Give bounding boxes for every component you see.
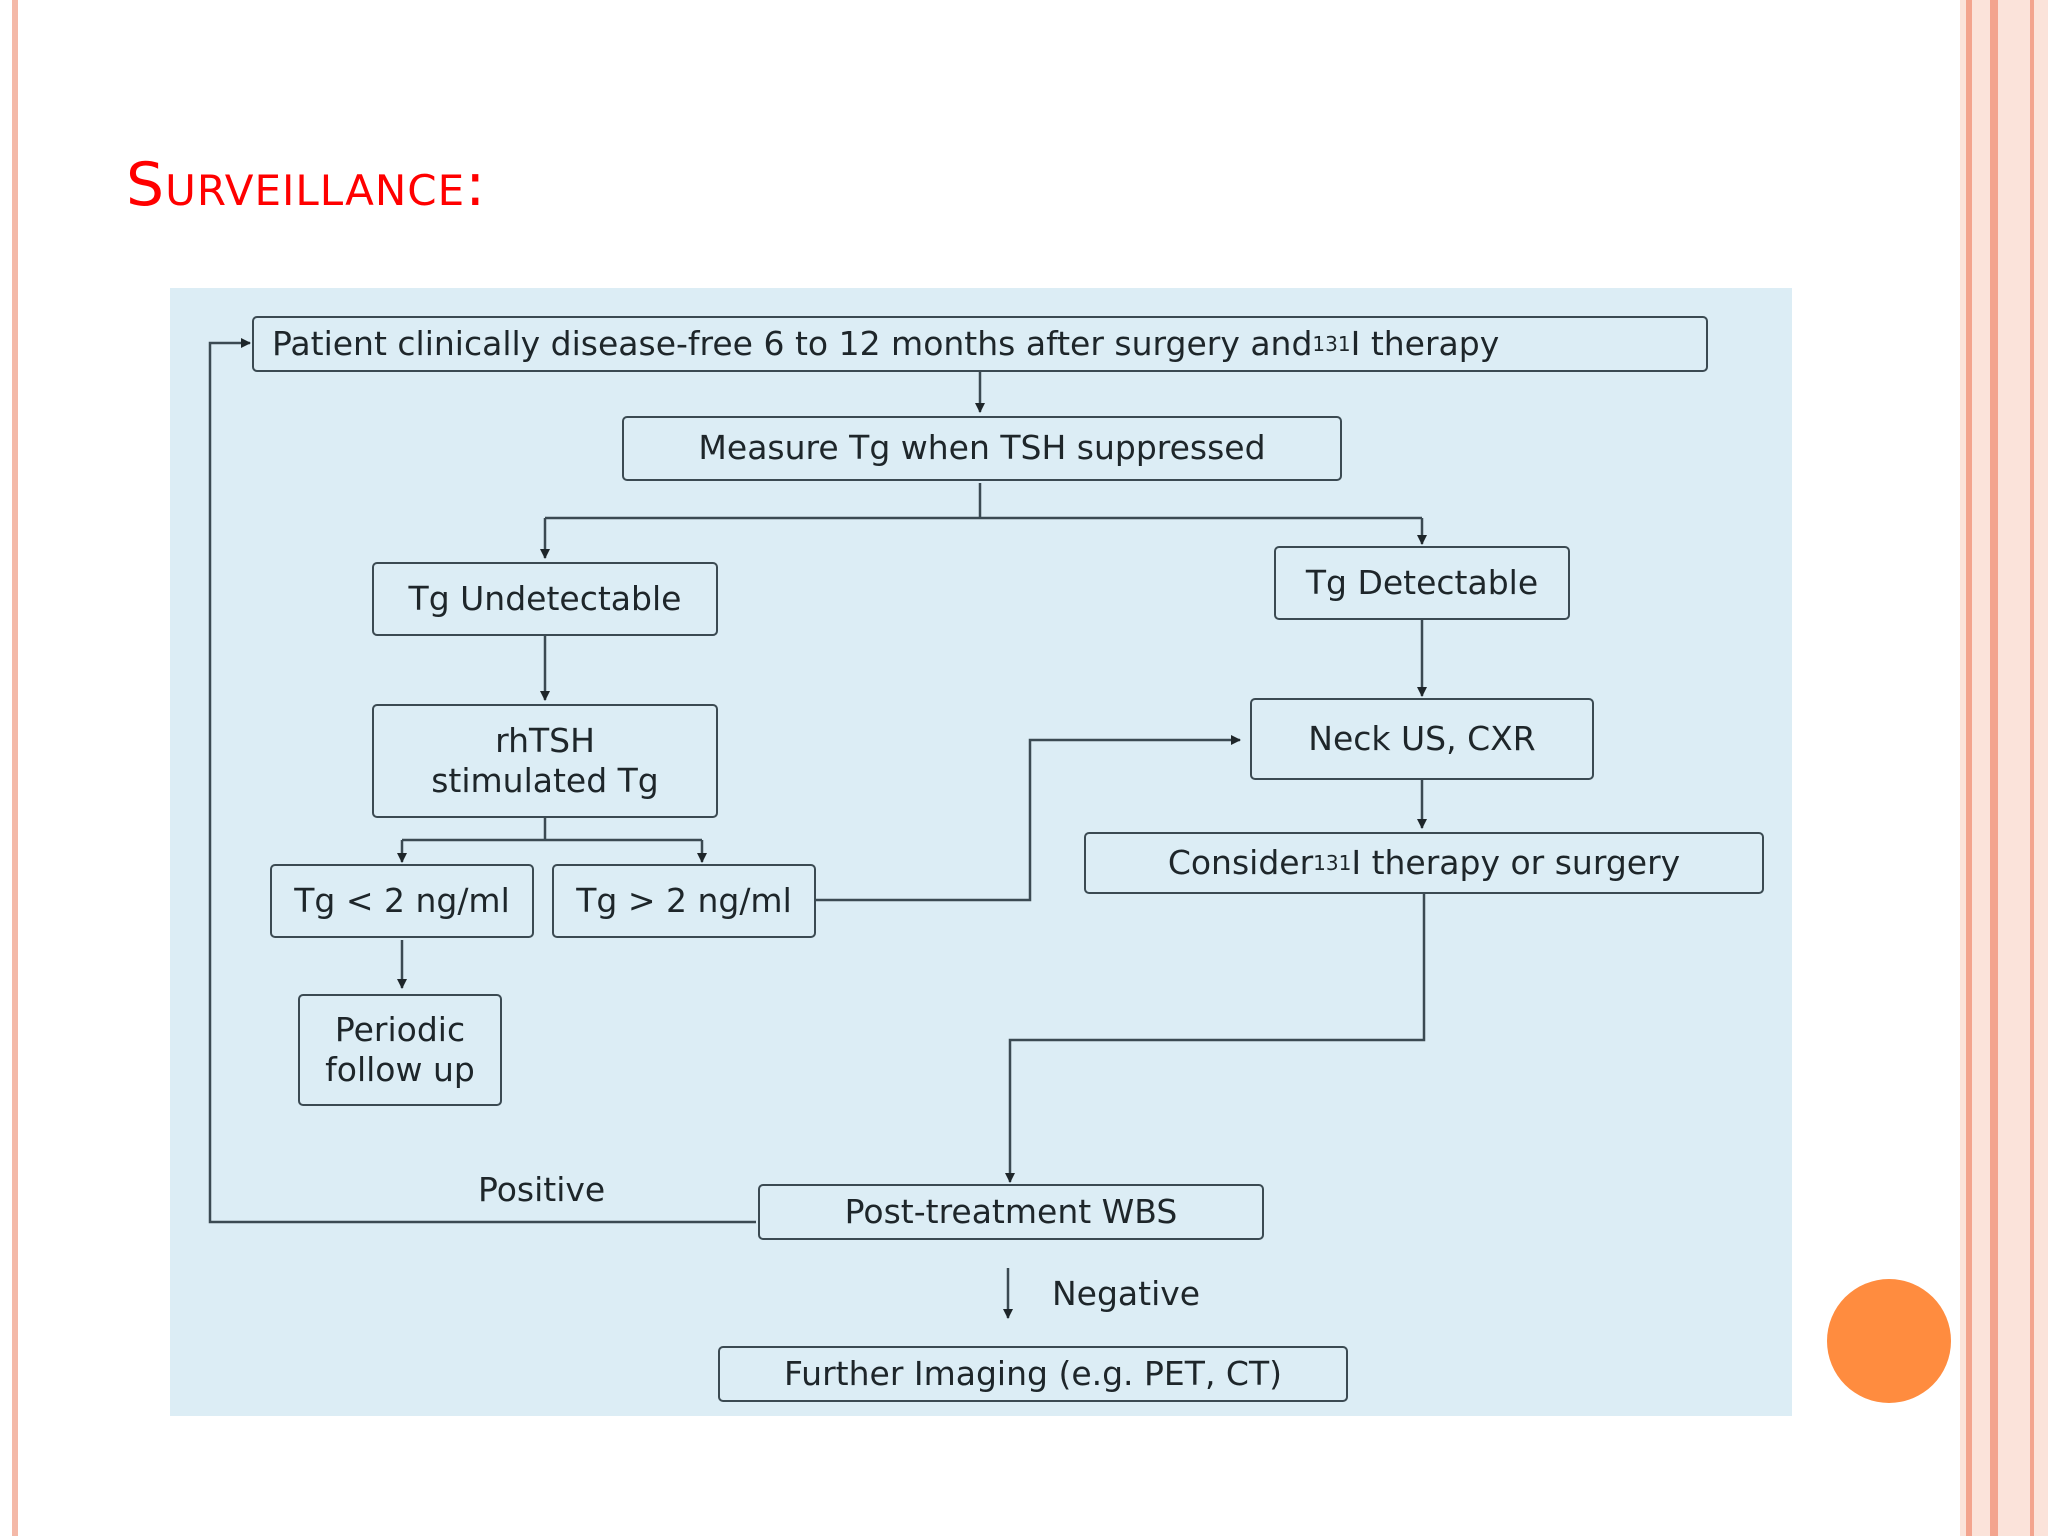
node-consider-text-before: Consider <box>1167 842 1314 882</box>
node-measure-tg: Measure Tg when TSH suppressed <box>622 416 1342 481</box>
node-tg-less-than-2: Tg < 2 ng/ml <box>270 864 534 938</box>
node-further-imaging: Further Imaging (e.g. PET, CT) <box>718 1346 1348 1402</box>
node-patient-clinically-disease-free: Patient clinically disease-free 6 to 12 … <box>252 316 1708 372</box>
node-tg-undetectable: Tg Undetectable <box>372 562 718 636</box>
left-border-stripe <box>12 0 18 1536</box>
flowchart-connectors <box>208 338 1427 1319</box>
node-neck-us-cxr: Neck US, CXR <box>1250 698 1594 780</box>
node-tg-detectable: Tg Detectable <box>1274 546 1570 620</box>
edge-label-positive: Positive <box>478 1170 606 1209</box>
right-border-decoration <box>1960 0 2048 1536</box>
node-rhtsh-stimulated-tg: rhTSH stimulated Tg <box>372 704 718 818</box>
node-patient-text-before: Patient clinically disease-free 6 to 12 … <box>272 323 1313 363</box>
node-tg-greater-than-2: Tg > 2 ng/ml <box>552 864 816 938</box>
node-patient-text-after: I therapy <box>1350 323 1500 363</box>
slide-title: Surveillance: <box>126 150 487 220</box>
node-periodic-follow-up: Periodic follow up <box>298 994 502 1106</box>
node-post-treatment-wbs: Post-treatment WBS <box>758 1184 1264 1240</box>
decorative-orange-circle <box>1827 1279 1951 1403</box>
surveillance-flowchart: Patient clinically disease-free 6 to 12 … <box>170 288 1792 1416</box>
node-consider-text-after: I therapy or surgery <box>1351 842 1681 882</box>
edge-label-negative: Negative <box>1052 1274 1201 1313</box>
